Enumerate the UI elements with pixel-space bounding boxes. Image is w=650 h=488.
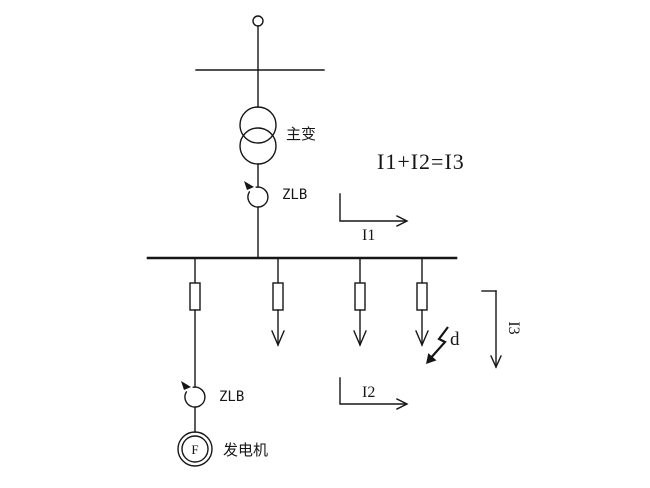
fault-lightning-arrowhead-icon xyxy=(426,353,437,364)
generator-label: 发电机 xyxy=(223,442,268,459)
i3-label: I3 xyxy=(505,321,522,334)
i1-arrowhead-icon xyxy=(396,215,409,227)
generator-outer-ring-icon xyxy=(177,431,213,467)
i3-arrowhead-icon xyxy=(490,355,502,369)
current-equation: I1+I2=I3 xyxy=(377,149,465,174)
feeder4-load-arrow-icon xyxy=(415,330,429,347)
generator-inner-ring-icon xyxy=(181,435,209,463)
transformer-winding-top-icon xyxy=(239,106,277,144)
feeder-2 xyxy=(271,257,285,347)
current-i2-arrow xyxy=(339,377,409,410)
feeder2-load-arrow-icon xyxy=(271,330,285,347)
transformer-label: 主变 xyxy=(286,126,316,143)
feeder2-breaker-icon xyxy=(272,282,284,311)
feeder-4-faulted xyxy=(415,257,429,347)
feeder4-breaker-icon xyxy=(416,282,428,311)
feeder3-load-arrow-icon xyxy=(353,330,367,347)
i1-label: I1 xyxy=(362,227,375,244)
i1-arrow-line xyxy=(339,193,407,222)
ct-zlb-top-ring-icon xyxy=(247,186,269,208)
feeder-3 xyxy=(353,257,367,347)
ct-zlb-bottom-flag-icon xyxy=(181,381,191,390)
ct-zlb-top-symbol xyxy=(244,181,269,208)
i2-arrowhead-icon xyxy=(396,398,409,410)
ct-zlb-top-label: ZLB xyxy=(282,187,307,203)
ct-zlb-bottom-ring-icon xyxy=(184,386,206,408)
feeder-generator: F xyxy=(177,257,213,467)
fault-symbol xyxy=(426,326,449,364)
feeder1-breaker-icon xyxy=(189,282,201,311)
ct-zlb-top-flag-icon xyxy=(244,181,254,190)
feeder3-breaker-icon xyxy=(354,282,366,311)
fault-lightning-icon xyxy=(428,326,449,361)
source-terminal-icon xyxy=(252,15,264,27)
grid-source xyxy=(195,15,325,108)
ct-zlb-bottom-symbol xyxy=(181,381,206,408)
current-i3-arrow xyxy=(481,290,502,369)
i2-arrow-line xyxy=(339,377,407,405)
i2-label: I2 xyxy=(362,384,375,401)
current-i1-arrow xyxy=(339,193,409,227)
fault-point-label: d xyxy=(450,329,460,350)
transformer-symbol xyxy=(239,106,277,165)
generator-letter: F xyxy=(191,442,198,457)
transformer-winding-bottom-icon xyxy=(239,127,277,165)
generator-symbol: F xyxy=(177,431,213,467)
ct-zlb-bottom-label: ZLB xyxy=(219,389,244,405)
